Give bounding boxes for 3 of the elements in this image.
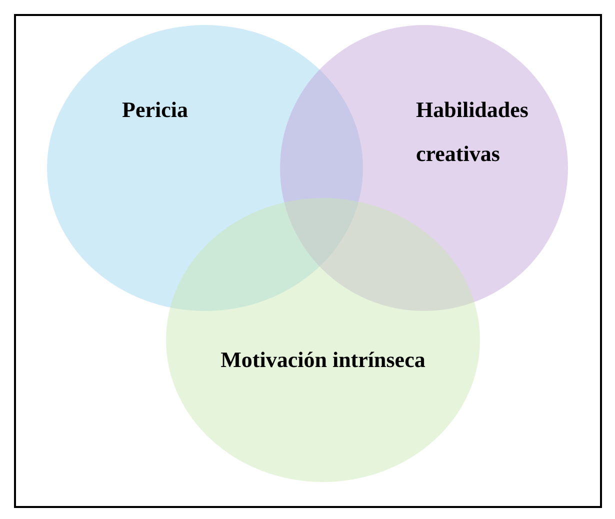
circle-label: Habilidades creativas	[416, 96, 530, 168]
circle-label: Pericia	[122, 96, 189, 124]
circle-label: Motivación intrínseca	[220, 346, 426, 374]
